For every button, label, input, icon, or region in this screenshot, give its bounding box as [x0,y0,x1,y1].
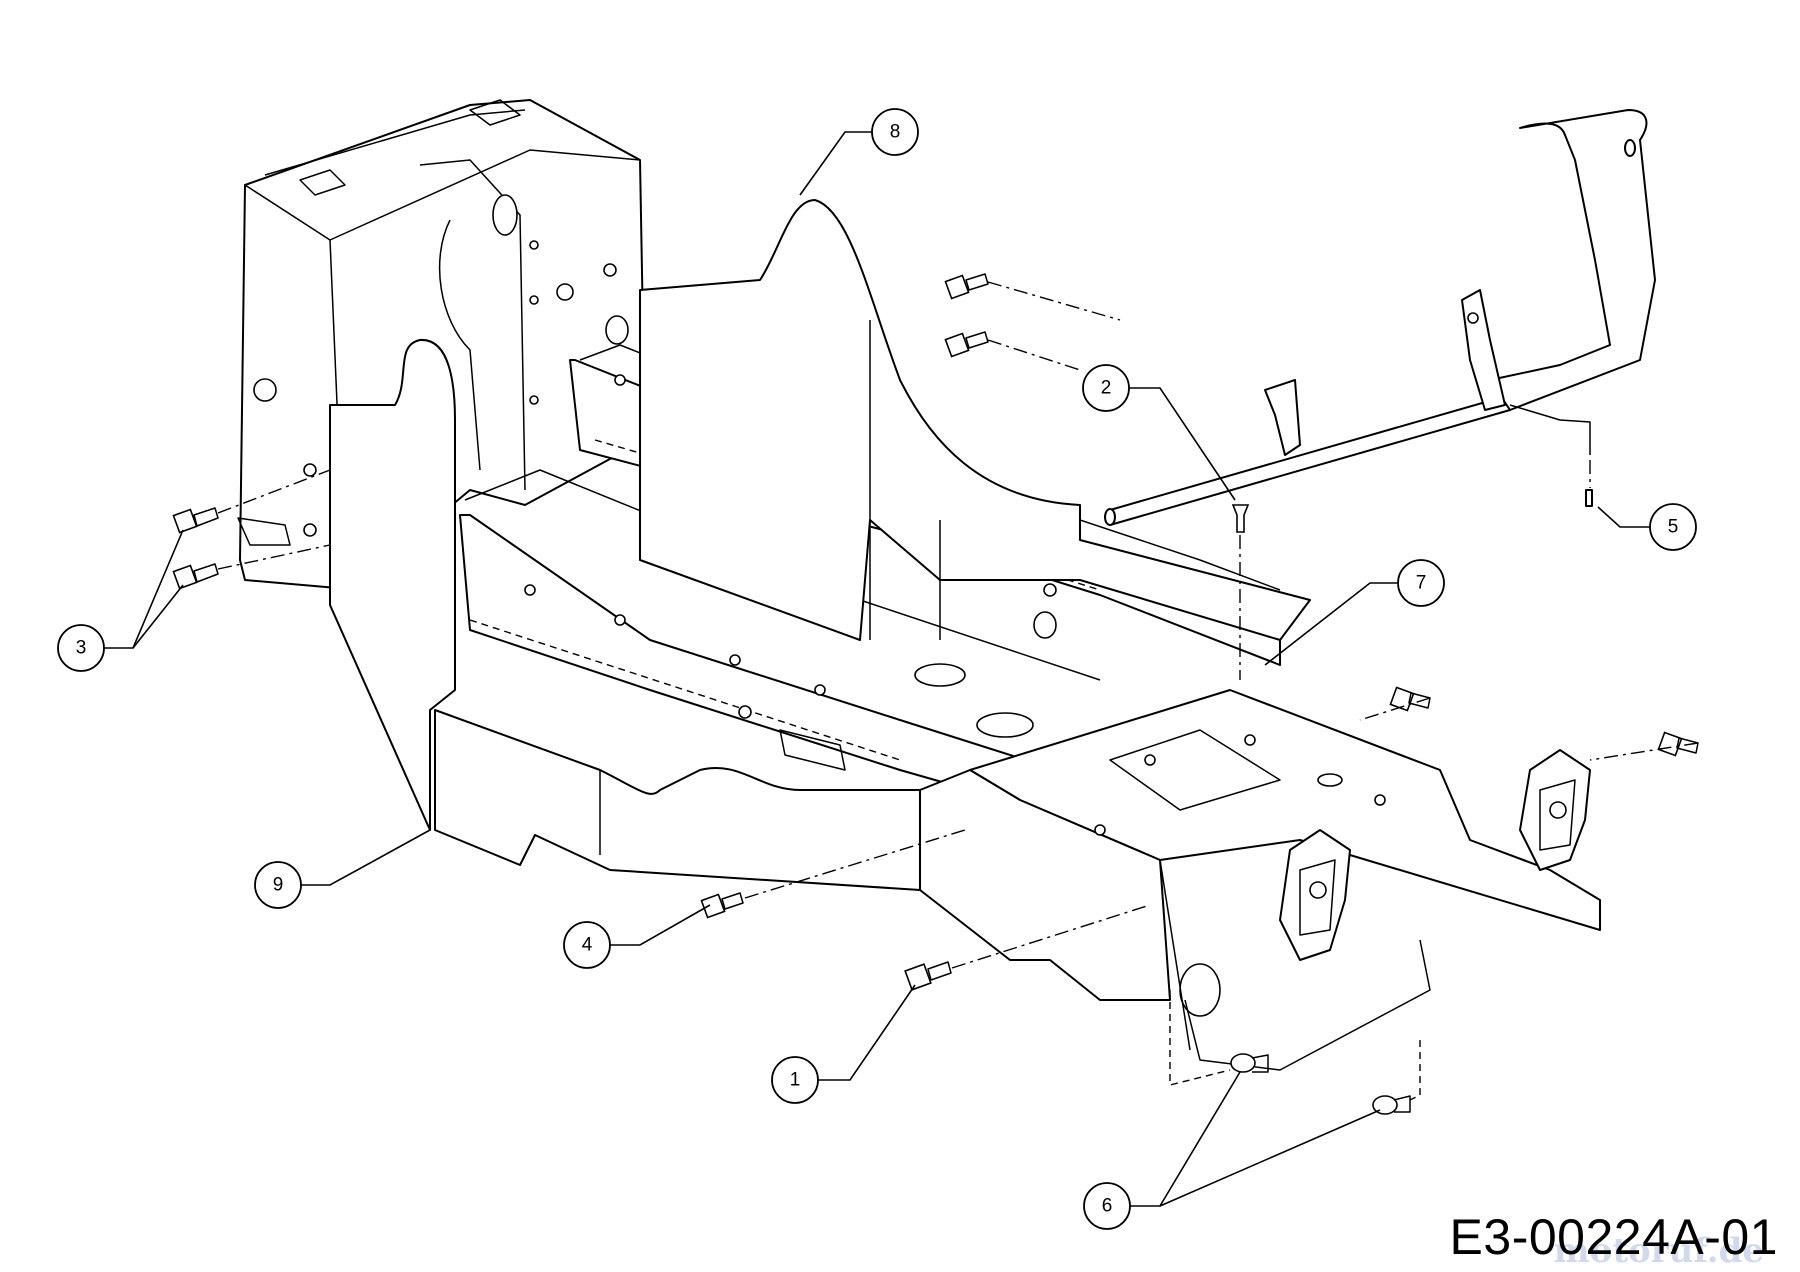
bolt-upper-1 [944,273,989,300]
callout-4: 4 [563,921,611,969]
push-rivet-2 [1231,504,1250,533]
bolt-3a [172,507,219,534]
watermark-logo: motoruf.de [1553,1231,1764,1271]
bushing-6b [1372,1095,1411,1115]
callout-1-label: 1 [790,1070,801,1091]
callout-4-label: 4 [582,935,593,956]
callout-leaders [103,131,1650,1207]
callout-6: 6 [1083,1182,1131,1230]
callout-6-label: 6 [1102,1196,1113,1217]
bolt-4 [700,892,744,919]
lift-handle-rod [1104,109,1656,526]
bushing-6a [1230,1053,1269,1073]
callout-2: 2 [1082,364,1130,412]
callout-9: 9 [254,861,302,909]
callout-9-label: 9 [273,875,284,896]
callout-3-label: 3 [76,638,87,659]
left-axle-bracket [1279,829,1351,961]
callout-2-label: 2 [1101,378,1112,399]
bolt-1 [904,961,952,991]
bolt-upper-2 [944,331,989,358]
assembly-lines [217,281,1699,1101]
callout-7-label: 7 [1416,573,1427,594]
bolt-front-2 [1657,731,1699,757]
drawing-code: E3-00224A-01 [1449,1209,1778,1265]
callout-8: 8 [871,108,919,156]
callout-5-label: 5 [1668,517,1679,538]
callout-3: 3 [57,624,105,672]
right-axle-bracket [1519,749,1591,871]
center-shield-plate [639,199,1311,641]
callout-5: 5 [1649,503,1697,551]
callout-8-label: 8 [890,122,901,143]
bolt-front-1 [1389,686,1431,712]
callout-7: 7 [1397,559,1445,607]
front-deck-plate [914,663,1601,1071]
bolt-3b [172,563,219,590]
callout-1: 1 [771,1056,819,1104]
